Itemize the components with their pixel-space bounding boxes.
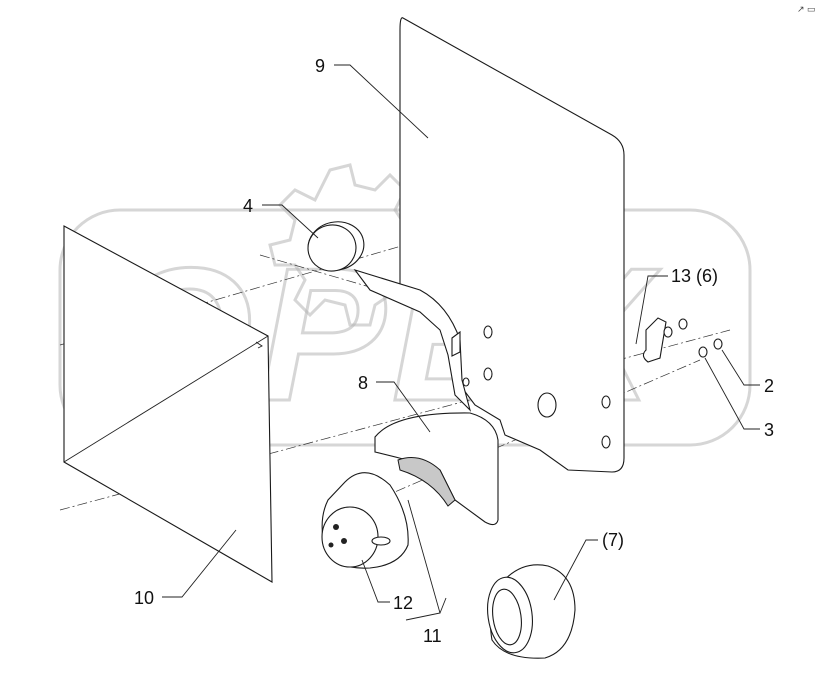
part-13-clip-tail bbox=[642, 349, 661, 363]
panel-hole-2 bbox=[483, 367, 493, 381]
callout-7: (7) bbox=[602, 530, 624, 550]
part-8-bracket-inner bbox=[397, 457, 456, 507]
panel-tab bbox=[451, 330, 461, 357]
leader-3 bbox=[704, 357, 760, 430]
part-12-lamp[interactable] bbox=[321, 472, 409, 569]
panel-hole-5 bbox=[601, 435, 611, 449]
leader-8 bbox=[376, 381, 431, 433]
lamp-pin-1 bbox=[333, 524, 339, 530]
lamp-pin-3 bbox=[328, 542, 334, 548]
panel-hole-1 bbox=[483, 325, 493, 339]
leader-13 bbox=[635, 275, 668, 345]
callout-9: 9 bbox=[315, 56, 325, 76]
leader-7 bbox=[553, 539, 598, 601]
clip-nut bbox=[678, 318, 688, 330]
part-10-arrow-mark bbox=[255, 341, 263, 349]
callout-12: 12 bbox=[393, 593, 413, 613]
part-2-nut[interactable] bbox=[713, 338, 723, 350]
corner-mark: ↗ ▭ bbox=[797, 4, 816, 14]
panel-hole-3 bbox=[462, 377, 470, 387]
clip-washer bbox=[663, 326, 673, 338]
part-9-panel[interactable] bbox=[399, 17, 625, 473]
leader-9 bbox=[334, 64, 429, 139]
callout-13: 13 (6) bbox=[671, 266, 718, 286]
part-3-washer[interactable] bbox=[698, 346, 708, 358]
leader-11b bbox=[439, 597, 447, 614]
leader-12 bbox=[361, 559, 390, 603]
part-8-bracket[interactable] bbox=[374, 412, 499, 526]
callout-labels: 9 4 13 (6) 8 2 3 (7) 10 12 11 bbox=[134, 56, 774, 646]
callout-10: 10 bbox=[134, 588, 154, 608]
part-9-bracket-flange bbox=[353, 268, 472, 412]
callout-3: 3 bbox=[764, 420, 774, 440]
leader-lines bbox=[162, 64, 760, 621]
part-13-clip[interactable] bbox=[642, 317, 688, 363]
leader-2 bbox=[721, 349, 760, 386]
part-12-lamp-base bbox=[321, 506, 379, 568]
part-7-cap-inner bbox=[492, 588, 522, 646]
panel-hole-large bbox=[537, 392, 557, 418]
callout-11: 11 bbox=[423, 626, 442, 646]
part-10-fold-line bbox=[63, 335, 269, 463]
lamp-pin-2 bbox=[341, 538, 347, 544]
panel-hole-4 bbox=[601, 395, 611, 409]
leader-10 bbox=[162, 529, 237, 598]
part-4-disc[interactable] bbox=[304, 217, 369, 276]
leader-4 bbox=[262, 204, 319, 239]
callout-4: 4 bbox=[243, 196, 253, 216]
part-10-sheet[interactable] bbox=[63, 225, 273, 583]
part-7-cap[interactable] bbox=[483, 564, 576, 659]
callout-8: 8 bbox=[358, 373, 368, 393]
lamp-slot bbox=[371, 536, 391, 546]
part-4-disc-face bbox=[307, 224, 357, 272]
callout-2: 2 bbox=[764, 376, 774, 396]
